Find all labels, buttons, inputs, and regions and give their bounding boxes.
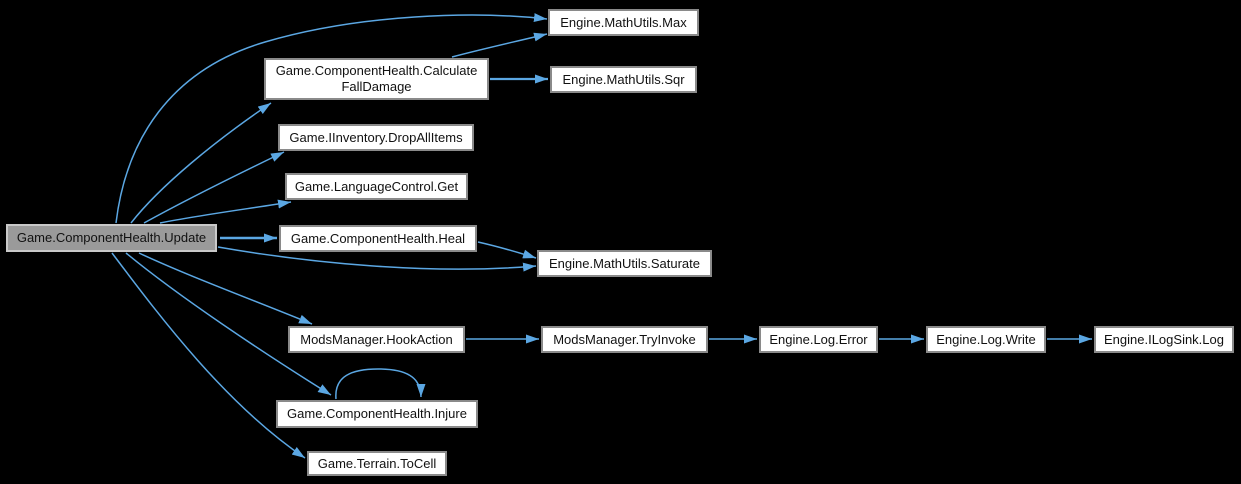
node-label: Engine.Log.Write [936,331,1036,347]
node-label: Game.ComponentHealth.Update [16,230,207,246]
node-label: ModsManager.HookAction [300,331,453,347]
node-engine-ilogsink-log[interactable]: Engine.ILogSink.Log [1094,326,1234,353]
node-label: Game.IInventory.DropAllItems [289,129,463,145]
node-game-componenthealth-update[interactable]: Game.ComponentHealth.Update [6,224,217,252]
edge-update-to-dropallitems [143,151,285,224]
edge-update-to-saturate [217,246,537,272]
node-label-line-1: Game.ComponentHealth.Calculate [275,63,478,79]
node-engine-log-error[interactable]: Engine.Log.Error [759,326,878,353]
node-game-componenthealth-calculatefalldamage[interactable]: Game.ComponentHealth.Calculate FallDamag… [264,58,489,100]
edge-heal-to-saturate [477,241,537,259]
edge-update-to-tocell [111,252,306,459]
edge-update-to-calculatefalldamage [130,102,272,224]
edge-injure-self-loop [335,368,426,400]
node-engine-log-write[interactable]: Engine.Log.Write [926,326,1046,353]
node-engine-mathutils-sqr[interactable]: Engine.MathUtils.Sqr [550,66,697,93]
node-label: Engine.MathUtils.Max [560,14,687,30]
node-label: Engine.ILogSink.Log [1104,331,1224,347]
node-engine-mathutils-max[interactable]: Engine.MathUtils.Max [548,9,699,36]
node-label: Engine.MathUtils.Sqr [562,71,685,87]
node-label: Game.ComponentHealth.Heal [290,230,466,246]
node-modsmanager-hookaction[interactable]: ModsManager.HookAction [288,326,465,353]
edge-update-to-languagecontrolget [159,199,292,224]
node-game-componenthealth-injure[interactable]: Game.ComponentHealth.Injure [276,400,478,428]
node-label: Engine.MathUtils.Saturate [548,255,701,271]
node-label: ModsManager.TryInvoke [553,331,696,347]
node-game-componenthealth-heal[interactable]: Game.ComponentHealth.Heal [279,225,477,252]
edge-update-to-hookaction [138,252,313,325]
node-label: Game.ComponentHealth.Injure [287,406,467,422]
node-modsmanager-tryinvoke[interactable]: ModsManager.TryInvoke [541,326,708,353]
edge-update-to-injure [125,252,332,396]
node-game-iinventory-dropallitems[interactable]: Game.IInventory.DropAllItems [278,124,474,151]
node-label-line-2: FallDamage [341,79,412,94]
node-label: Game.Terrain.ToCell [317,455,437,471]
node-engine-mathutils-saturate[interactable]: Engine.MathUtils.Saturate [537,250,712,277]
node-label: Game.LanguageControl.Get [294,178,459,194]
edge-update-to-max [115,13,548,224]
node-game-languagecontrol-get[interactable]: Game.LanguageControl.Get [285,173,468,200]
node-label: Engine.Log.Error [769,331,868,347]
node-game-terrain-tocell[interactable]: Game.Terrain.ToCell [307,451,447,476]
edge-calculatefalldamage-to-max [451,32,548,58]
